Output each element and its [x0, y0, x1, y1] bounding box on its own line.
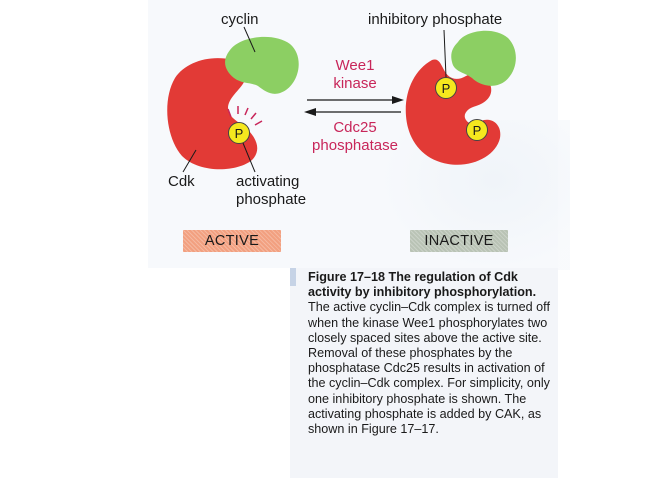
inhibitory-phosphate-symbol: P [442, 81, 451, 96]
caption-title: Figure 17–18 The regulation of Cdk activ… [308, 270, 537, 300]
inhibitory-phosphate-label: inhibitory phosphate [368, 11, 503, 28]
phosphatase-label: phosphatase [312, 137, 398, 154]
caption-body: The active cyclin–Cdk complex is turned … [308, 300, 550, 437]
reverse-arrow-head [304, 108, 316, 116]
active-state-badge: ACTIVE [183, 230, 281, 252]
inhibitory-phosphate-circle [435, 77, 457, 99]
inactive-complex [405, 29, 516, 165]
inhibitory-phosphate-pointer [443, 29, 447, 78]
activating-phosphate-rays [227, 106, 263, 126]
inactive-state-badge: INACTIVE [410, 230, 508, 252]
active-complex [167, 26, 299, 173]
figure-caption: Figure 17–18 The regulation of Cdk activ… [308, 270, 560, 437]
activating-phosphate-symbol: P [235, 126, 244, 141]
inactive-cyclin-shape [451, 30, 516, 86]
active-cyclin-shape [225, 36, 299, 94]
caption-background [290, 268, 558, 478]
inactive-activating-phosphate-symbol: P [473, 123, 482, 138]
forward-arrow-head [392, 96, 404, 104]
wee1-label: Wee1 [335, 57, 375, 74]
caption-accent-bar [290, 268, 296, 286]
cyclin-label: cyclin [221, 11, 259, 28]
cdk-label: Cdk [168, 173, 195, 190]
activating-phosphate-circle [228, 122, 250, 144]
inactive-activating-phosphate-circle [466, 119, 488, 141]
cdc25-label: Cdc25 [333, 119, 377, 136]
reaction-arrows [304, 96, 404, 116]
kinase-label: kinase [333, 75, 377, 92]
activating-label-line1: activating [236, 173, 300, 190]
cyclin-pointer [243, 26, 256, 53]
cdk-pointer [182, 149, 197, 173]
activating-label-line2: phosphate [236, 191, 307, 208]
activating-phosphate-pointer [242, 142, 256, 173]
